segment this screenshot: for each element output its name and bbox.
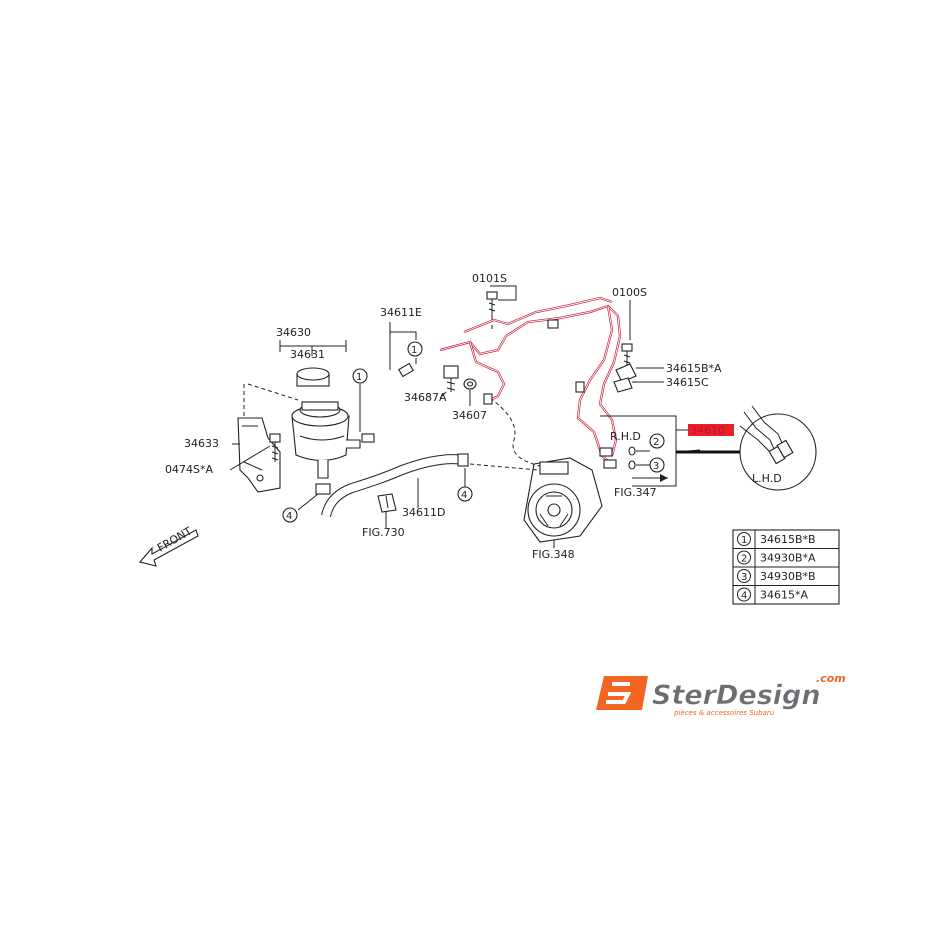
clamp-34615C[interactable] bbox=[613, 377, 633, 393]
legend-part-3: 34930B*B bbox=[760, 570, 816, 583]
label-34631: 34631 bbox=[290, 348, 325, 361]
reservoir-cap-34631[interactable] bbox=[296, 367, 330, 387]
label-0100S: 0100S bbox=[612, 286, 647, 299]
svg-text:3: 3 bbox=[653, 461, 659, 472]
reservoir-tank-34630[interactable] bbox=[291, 401, 361, 479]
callout-1-upper: 1 bbox=[407, 341, 423, 357]
legend-table: 1 34615B*B 2 34930B*A 3 34930B*B 4 34615… bbox=[732, 529, 840, 605]
legend-part-2: 34930B*A bbox=[760, 552, 816, 565]
svg-text:4: 4 bbox=[286, 511, 292, 522]
label-34607: 34607 bbox=[452, 409, 487, 422]
label-34610: 34610 bbox=[690, 424, 725, 437]
logo-brand: SterDesign bbox=[652, 680, 821, 711]
hose-34611E[interactable] bbox=[361, 362, 414, 443]
svg-text:4: 4 bbox=[461, 490, 467, 501]
callout-4-right: 4 bbox=[457, 486, 473, 502]
legend-num-1: 1 bbox=[741, 535, 747, 546]
bracket-34633[interactable] bbox=[237, 417, 281, 493]
sterdesign-logo[interactable]: SterDesign .com pièces & accessoires Sub… bbox=[596, 672, 846, 717]
legend-num-4: 4 bbox=[741, 591, 747, 602]
front-direction-arrow: FRONT bbox=[139, 524, 199, 567]
label-34687A: 34687A bbox=[404, 391, 447, 404]
callout-2: 2 bbox=[649, 433, 665, 449]
legend-part-4: 34615*A bbox=[760, 589, 808, 602]
callout-3: 3 bbox=[649, 457, 665, 473]
label-34630: 34630 bbox=[276, 326, 311, 339]
bolt-0101S[interactable] bbox=[486, 291, 498, 318]
legend-part-1: 34615B*B bbox=[760, 533, 816, 546]
callout-1-lower: 1 bbox=[352, 368, 368, 384]
washer-34607[interactable] bbox=[463, 378, 477, 390]
power-steering-pump[interactable] bbox=[523, 457, 603, 543]
label-34611E: 34611E bbox=[380, 306, 422, 319]
svg-text:1: 1 bbox=[356, 372, 362, 383]
label-0101S: 0101S bbox=[472, 272, 507, 285]
label-fig730: FIG.730 bbox=[362, 526, 405, 539]
label-0474SA: 0474S*A bbox=[165, 463, 213, 476]
callout-4-left: 4 bbox=[282, 507, 298, 523]
logo-tld: .com bbox=[816, 672, 846, 685]
hose-34611D[interactable] bbox=[315, 453, 469, 518]
label-34610-highlight bbox=[688, 424, 734, 436]
label-34633: 34633 bbox=[184, 437, 219, 450]
svg-text:1: 1 bbox=[411, 345, 417, 356]
label-lhd: L.H.D bbox=[752, 472, 782, 485]
bolt-0100S[interactable] bbox=[621, 343, 633, 368]
label-fig348: FIG.348 bbox=[532, 548, 575, 561]
svg-text:2: 2 bbox=[653, 437, 659, 448]
fitting-34687A[interactable] bbox=[443, 365, 459, 392]
legend-num-2: 2 bbox=[741, 554, 747, 565]
label-34615C: 34615C bbox=[666, 376, 709, 389]
label-34615BA: 34615B*A bbox=[666, 362, 722, 375]
label-fig347: FIG.347 bbox=[614, 486, 657, 499]
pipe-assembly-34610[interactable] bbox=[439, 296, 636, 470]
logo-tagline: pièces & accessoires Subaru bbox=[673, 709, 775, 717]
lhd-inset bbox=[739, 405, 817, 491]
label-rhd: R.H.D bbox=[610, 430, 641, 443]
label-34611D: 34611D bbox=[402, 506, 445, 519]
clamp-34615BA[interactable] bbox=[615, 363, 637, 383]
bolt-0474SA[interactable] bbox=[269, 433, 281, 462]
legend-num-3: 3 bbox=[741, 572, 747, 583]
